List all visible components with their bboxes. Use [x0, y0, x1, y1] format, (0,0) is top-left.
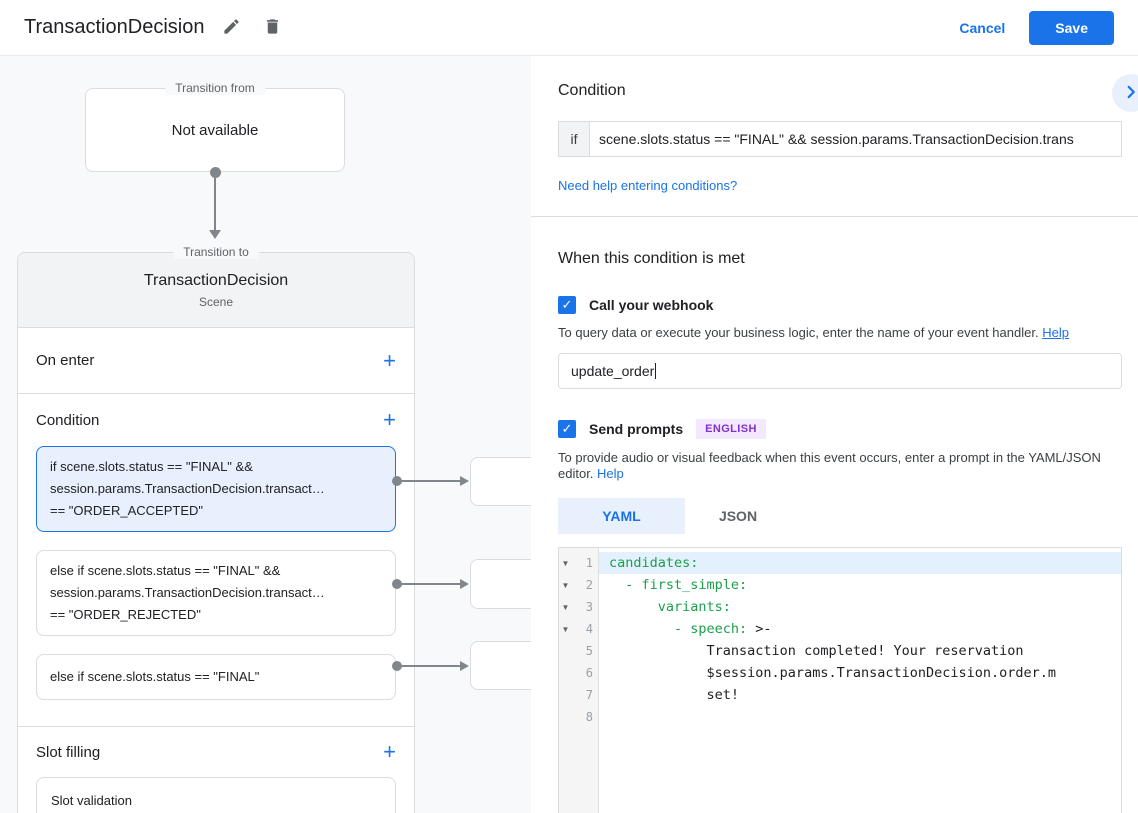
connector-dot[interactable]: [392, 661, 402, 671]
webhook-label: Call your webhook: [589, 297, 714, 313]
flow-arrowhead-icon: [209, 230, 221, 239]
delete-scene-button[interactable]: [259, 13, 286, 43]
condition-section: Condition + if scene.slots.status == "FI…: [18, 394, 414, 727]
transition-to-card: Transition to TransactionDecision Scene …: [17, 245, 415, 813]
edit-title-button[interactable]: [218, 13, 245, 43]
line-number: 1: [585, 556, 593, 570]
if-prefix: if: [558, 121, 589, 157]
save-button[interactable]: Save: [1029, 10, 1114, 45]
condition-line: if scene.slots.status == "FINAL" &&: [50, 459, 253, 474]
trash-icon: [263, 17, 282, 39]
condition-expression-input[interactable]: scene.slots.status == "FINAL" && session…: [589, 121, 1122, 157]
connector-dot[interactable]: [392, 476, 402, 486]
condition-line: == "ORDER_ACCEPTED": [50, 503, 203, 518]
slot-filling-section: Slot filling +: [18, 727, 414, 777]
slot-validation-card[interactable]: Slot validation: [36, 777, 396, 813]
slot-filling-label: Slot filling: [36, 743, 101, 761]
editor-gutter: [559, 548, 599, 813]
fold-toggle-icon[interactable]: ▼: [561, 602, 570, 612]
condition-connector-1: [392, 476, 470, 486]
fold-toggle-icon[interactable]: ▼: [561, 558, 570, 568]
transition-from-box[interactable]: Transition from Not available: [85, 81, 345, 172]
top-bar: TransactionDecision Cancel Save: [0, 0, 1138, 56]
code-line[interactable]: 6 $session.params.TransactionDecision.or…: [559, 662, 1121, 684]
condition-line: == "ORDER_REJECTED": [50, 607, 201, 622]
chevron-right-icon: [1120, 81, 1138, 106]
scene-title: TransactionDecision: [143, 271, 289, 289]
condition-line: session.params.TransactionDecision.trans…: [50, 481, 325, 496]
when-condition-title: When this condition is met: [558, 250, 745, 267]
line-number: 6: [585, 666, 593, 680]
conditions-help-link[interactable]: Need help entering conditions?: [558, 178, 738, 193]
target-scene-node-2[interactable]: [470, 559, 531, 609]
pencil-icon: [222, 17, 241, 39]
text-cursor: [655, 363, 657, 379]
line-number: 3: [585, 600, 593, 614]
condition-card-rejected[interactable]: else if scene.slots.status == "FINAL" &&…: [36, 550, 396, 636]
scene-subtitle: Scene: [198, 294, 234, 309]
send-prompts-label: Send prompts: [589, 421, 684, 437]
add-condition-button[interactable]: +: [383, 407, 396, 432]
editor-format-tabs: YAML JSON: [558, 498, 1122, 534]
condition-card-accepted[interactable]: if scene.slots.status == "FINAL" && sess…: [36, 446, 396, 532]
line-number: 8: [585, 710, 593, 724]
transition-from-value: Not available: [171, 121, 259, 139]
condition-line: else if scene.slots.status == "FINAL" &&: [50, 563, 281, 578]
flow-connector-dot: [210, 167, 221, 178]
cancel-button[interactable]: Cancel: [959, 19, 1006, 36]
slot-validation-label: Slot validation: [51, 792, 132, 808]
condition-detail-panel: Condition if scene.slots.status == "FINA…: [531, 56, 1138, 813]
line-number: 2: [585, 578, 593, 592]
condition-connector-3: [392, 661, 470, 671]
condition-connector-2: [392, 579, 470, 589]
on-enter-section: On enter +: [18, 328, 414, 394]
code-line[interactable]: ▼3 variants:: [559, 596, 1121, 618]
condition-line: else if scene.slots.status == "FINAL": [50, 669, 260, 684]
code-line[interactable]: 5 Transaction completed! Your reservatio…: [559, 640, 1121, 662]
webhook-help-link[interactable]: Help: [1042, 325, 1069, 340]
on-enter-label: On enter: [36, 352, 95, 369]
prompts-help-link[interactable]: Help: [597, 466, 624, 481]
arrowhead-icon: [460, 661, 469, 671]
code-line[interactable]: ▼4 - speech: >-: [559, 618, 1121, 640]
flow-canvas: Transition from Not available Transition…: [0, 56, 531, 813]
add-on-enter-button[interactable]: +: [383, 347, 396, 373]
connector-dot[interactable]: [392, 579, 402, 589]
tab-json[interactable]: JSON: [685, 498, 791, 534]
scene-header[interactable]: TransactionDecision Scene: [18, 253, 414, 328]
target-scene-node-3[interactable]: [470, 641, 531, 690]
collapse-panel-button[interactable]: [1112, 74, 1138, 112]
fold-toggle-icon[interactable]: ▼: [561, 580, 570, 590]
condition-section-label: Condition: [36, 411, 100, 429]
code-line[interactable]: 8: [559, 706, 1121, 728]
line-number: 5: [585, 644, 593, 658]
code-line[interactable]: ▼2 - first_simple:: [559, 574, 1121, 596]
event-handler-input[interactable]: update_order: [558, 353, 1122, 389]
language-badge: ENGLISH: [696, 419, 766, 439]
page-title: TransactionDecision: [24, 16, 205, 38]
webhook-helper-text: To query data or execute your business l…: [558, 325, 1069, 340]
code-line[interactable]: 7 set!: [559, 684, 1121, 706]
flow-connector-line: [214, 176, 216, 230]
prompts-helper-text: To provide audio or visual feedback when…: [558, 450, 1101, 481]
condition-card-final[interactable]: else if scene.slots.status == "FINAL": [36, 654, 396, 700]
send-prompts-checkbox[interactable]: ✓: [558, 420, 576, 438]
target-scene-node-1[interactable]: [470, 457, 531, 506]
arrowhead-icon: [460, 579, 469, 589]
add-slot-button[interactable]: +: [383, 739, 396, 764]
condition-line: session.params.TransactionDecision.trans…: [50, 585, 325, 600]
fold-toggle-icon[interactable]: ▼: [561, 624, 570, 634]
panel-condition-title: Condition: [558, 82, 626, 99]
line-number: 7: [585, 688, 593, 702]
tab-yaml[interactable]: YAML: [558, 498, 685, 534]
transition-to-legend: Transition to: [173, 245, 259, 259]
arrowhead-icon: [460, 476, 469, 486]
line-number: 4: [585, 622, 593, 636]
webhook-checkbox[interactable]: ✓: [558, 296, 576, 314]
transition-from-legend: Transition from: [165, 81, 265, 95]
